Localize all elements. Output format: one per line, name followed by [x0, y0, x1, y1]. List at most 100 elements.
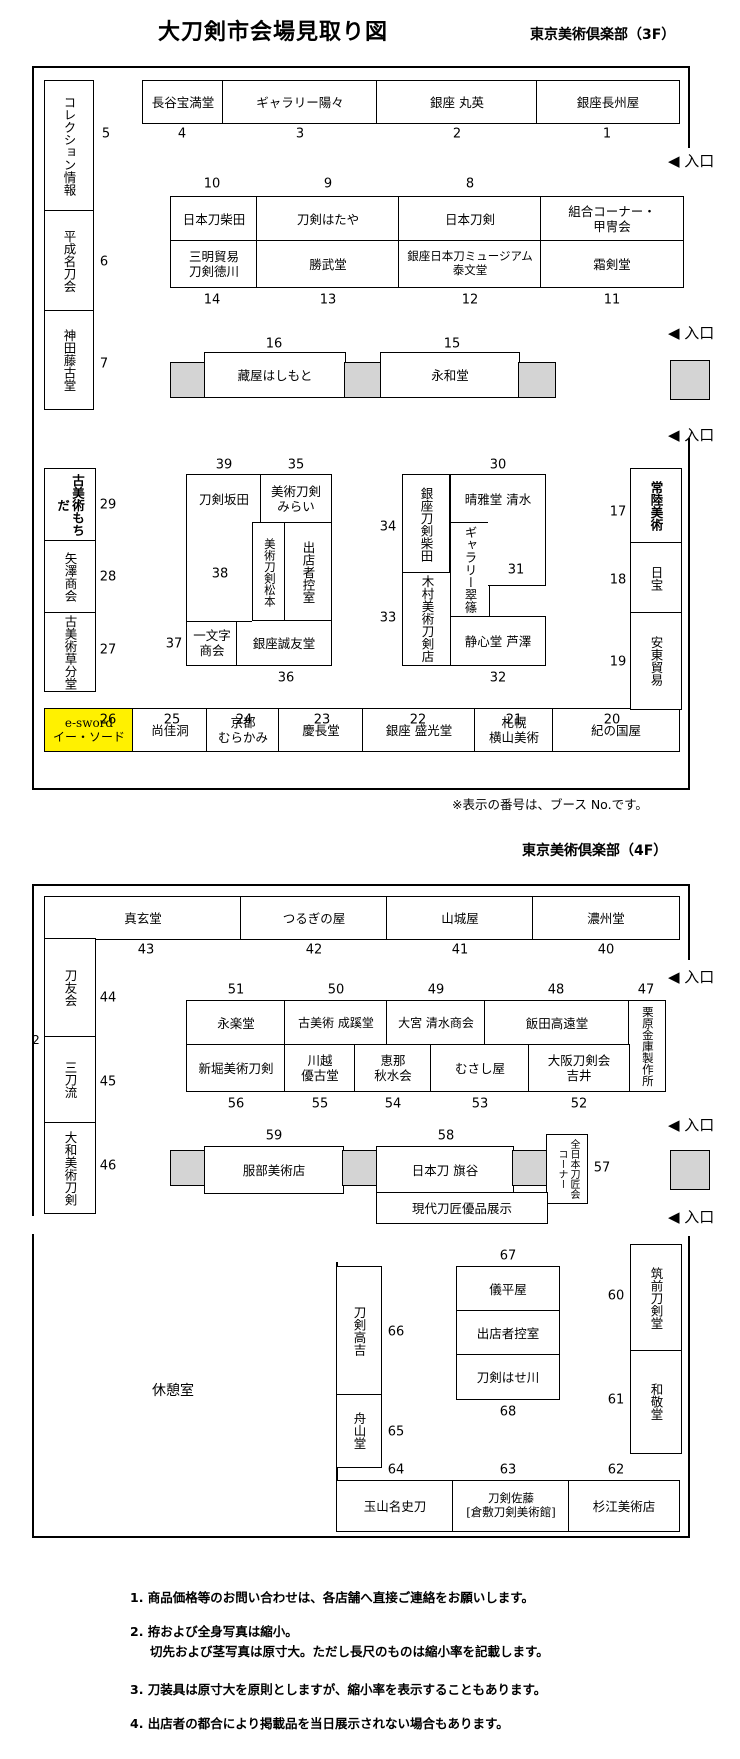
booth-gendai-tosho[interactable]: 現代刀匠優品展示 [376, 1192, 548, 1224]
booth-kyoto-murakami[interactable]: 京都 むらかみ [206, 708, 280, 752]
booth-seishindo-ashizawa[interactable]: 静心堂 芦澤 [450, 616, 546, 666]
booth-kumiai-corner[interactable]: 組合コーナー・ 甲冑会 [540, 196, 684, 242]
booth-giheiya[interactable]: 儀平屋 [456, 1266, 560, 1312]
booth-gallery-suishin[interactable]: ギャラリー翠篠 [450, 522, 490, 618]
booth-yamato-bijutsu[interactable]: 大和美術刀剣 [44, 1122, 96, 1214]
booth-iida-kotodo[interactable]: 飯田高遠堂 [484, 1000, 630, 1046]
booth-number: 37 [165, 636, 183, 652]
booth-number: 40 [597, 942, 615, 958]
booth-seigado-shimizu[interactable]: 晴雅堂 清水 [450, 474, 546, 524]
booth-number: 18 [609, 572, 627, 588]
booth-hitachi-bijutsu[interactable]: 常陸美術 [630, 468, 682, 544]
booth-eirakudo[interactable]: 永楽堂 [186, 1000, 286, 1046]
booth-ginza-maruei[interactable]: 銀座 丸英 [376, 80, 538, 124]
booth-hatagaya[interactable]: 日本刀 旗谷 [376, 1146, 514, 1194]
booth-number: 13 [319, 292, 337, 308]
booth-token-hasegawa[interactable]: 刀剣はせ川 [456, 1354, 560, 1400]
booth-nippo[interactable]: 日宝 [630, 542, 682, 614]
booth-number: 29 [99, 497, 117, 513]
footnote-2-detail: 切先および茎写真は原寸大。ただし長尺のものは縮小率を記載します。 [150, 1644, 549, 1659]
booth-bijutsu-mirai[interactable]: 美術刀剣 みらい [260, 474, 332, 524]
booth-gyokuzan-meishito[interactable]: 玉山名史刀 [336, 1480, 454, 1532]
floor-3-frame [32, 66, 690, 790]
booth-token-sakata[interactable]: 刀剣坂田 [186, 474, 262, 524]
booth-shuzando[interactable]: 舟山堂 [336, 1394, 382, 1468]
booth-number: 57 [593, 1160, 611, 1176]
booth-sokendo[interactable]: 霜剣堂 [540, 240, 684, 288]
booth-musashiya[interactable]: むさし屋 [430, 1044, 530, 1092]
booth-gallery-yoyo[interactable]: ギャラリー陽々 [222, 80, 378, 124]
booth-kuraya-hashimoto[interactable]: 藏屋はしもと [204, 352, 346, 398]
booth-number: 49 [427, 982, 445, 998]
booth-shutten-hikae-4f[interactable]: 出店者控室 [456, 1310, 560, 1356]
booth-wakeido[interactable]: 和敬堂 [630, 1350, 682, 1454]
booth-sanmei-tokugawa[interactable]: 三明貿易 刀剣徳川 [170, 240, 258, 288]
booth-eiwado[interactable]: 永和堂 [380, 352, 520, 398]
booth-kusawakedo[interactable]: 古美術草分堂 [44, 612, 96, 692]
booth-osaka-tokenkai[interactable]: 大阪刀剣会 吉井 [528, 1044, 630, 1092]
booth-santoryu[interactable]: 三刀流 [44, 1036, 96, 1124]
booth-number: 36 [277, 670, 295, 686]
booth-kinokuniya[interactable]: 紀の国屋 [552, 708, 680, 752]
booth-zennihon-tosho[interactable]: 全日本刀匠会コーナー [546, 1134, 588, 1204]
booth-collection-joho[interactable]: コレクション情報 [44, 80, 94, 212]
booth-kanda-tokodo[interactable]: 神田藤古堂 [44, 310, 94, 410]
booth-yazawa-shokai[interactable]: 矢澤商会 [44, 540, 96, 614]
booth-shokado[interactable]: 尚佳洞 [132, 708, 208, 752]
pillar [670, 1150, 710, 1190]
booth-shinbori-bijutsu[interactable]: 新堀美術刀剣 [186, 1044, 286, 1092]
booth-number: 35 [287, 457, 305, 473]
booth-number: 47 [637, 982, 655, 998]
booth-anto-boeki[interactable]: 安東貿易 [630, 612, 682, 710]
pillar [518, 362, 556, 398]
booth-hattori-bijutsu[interactable]: 服部美術店 [204, 1146, 344, 1194]
booth-number: 26 [99, 712, 117, 728]
booth-number: 67 [499, 1248, 517, 1264]
booth-heisei-meitokai[interactable]: 平成名刀会 [44, 210, 94, 312]
pillar [170, 1150, 206, 1186]
page-title: 大刀剣市会場見取り図 [158, 20, 389, 45]
booth-sugie-bijutsu[interactable]: 杉江美術店 [568, 1480, 680, 1532]
booth-yamashiroya[interactable]: 山城屋 [386, 896, 534, 940]
booth-furu-mochida[interactable]: 古美術もちだ [44, 468, 96, 542]
booth-seikeido[interactable]: 古美術 成蹊堂 [284, 1000, 388, 1046]
booth-number: 54 [384, 1096, 402, 1112]
booth-ginza-seikodo[interactable]: 銀座 盛光堂 [362, 708, 476, 752]
booth-number: 42 [305, 942, 323, 958]
booth-number: 38 [211, 566, 229, 582]
booth-ena-shusuikai[interactable]: 恵那 秋水会 [354, 1044, 432, 1092]
booth-number: 21 [505, 712, 523, 728]
booth-noshudo[interactable]: 濃州堂 [532, 896, 680, 940]
booth-ginza-seiyudo[interactable]: 銀座誠友堂 [236, 620, 332, 666]
booth-number: 2 [452, 126, 462, 142]
booth-shutten-hikae-3f[interactable]: 出店者控室 [284, 522, 332, 622]
booth-ginza-choshuya[interactable]: 銀座長州屋 [536, 80, 680, 124]
booth-tsuruginoya[interactable]: つるぎの屋 [240, 896, 388, 940]
booth-kimura-bijutsu[interactable]: 木村美術刀剣店 [402, 572, 452, 666]
booth-token-takayoshi[interactable]: 刀剣高吉 [336, 1266, 382, 1396]
booth-kurihara-kinko[interactable]: 栗原金庫製作所 [628, 1000, 666, 1092]
booth-kawagoe-yukodo[interactable]: 川越 優古堂 [284, 1044, 356, 1092]
booth-number: 16 [265, 336, 283, 352]
booth-shingendo[interactable]: 真玄堂 [44, 896, 242, 940]
booth-chikuzen-tokendo[interactable]: 筑前刀剣堂 [630, 1244, 682, 1352]
footnote-2: 2. 拵および全身写真は縮小。 [130, 1624, 298, 1639]
booth-sapporo-yokoyama[interactable]: 札幌 横山美術 [474, 708, 554, 752]
booth-token-sato[interactable]: 刀剣佐藤 [倉敷刀剣美術館] [452, 1480, 570, 1532]
entrance-marker: ◀ 入口 [668, 324, 715, 342]
booth-keichodo[interactable]: 慶長堂 [278, 708, 364, 752]
booth-nihon-token[interactable]: 日本刀剣 [398, 196, 542, 242]
booth-token-hataya[interactable]: 刀剣はたや [256, 196, 400, 242]
booth-nihonto-shibata[interactable]: 日本刀柴田 [170, 196, 258, 242]
booth-omiya-shimizu[interactable]: 大宮 清水商会 [386, 1000, 486, 1046]
booth-hasegawa-homando[interactable]: 長谷宝満堂 [142, 80, 224, 124]
booth-number: 52 [570, 1096, 588, 1112]
booth-e-sword[interactable]: e-sword イー・ソード [44, 708, 134, 752]
booth-ginza-museum[interactable]: 銀座日本刀ミュージアム 泰文堂 [398, 240, 542, 288]
floor-4-frame-lower [32, 1216, 690, 1538]
booth-ichimonji-shokai[interactable]: 一文字 商会 [186, 620, 238, 666]
booth-shobudo[interactable]: 勝武堂 [256, 240, 400, 288]
booth-bijutsu-matsumoto[interactable]: 美術刀剣松本 [252, 522, 286, 622]
booth-ginza-token-shibata[interactable]: 銀座刀剣柴田 [402, 474, 450, 574]
booth-toyukai[interactable]: 刀友会 [44, 938, 96, 1038]
